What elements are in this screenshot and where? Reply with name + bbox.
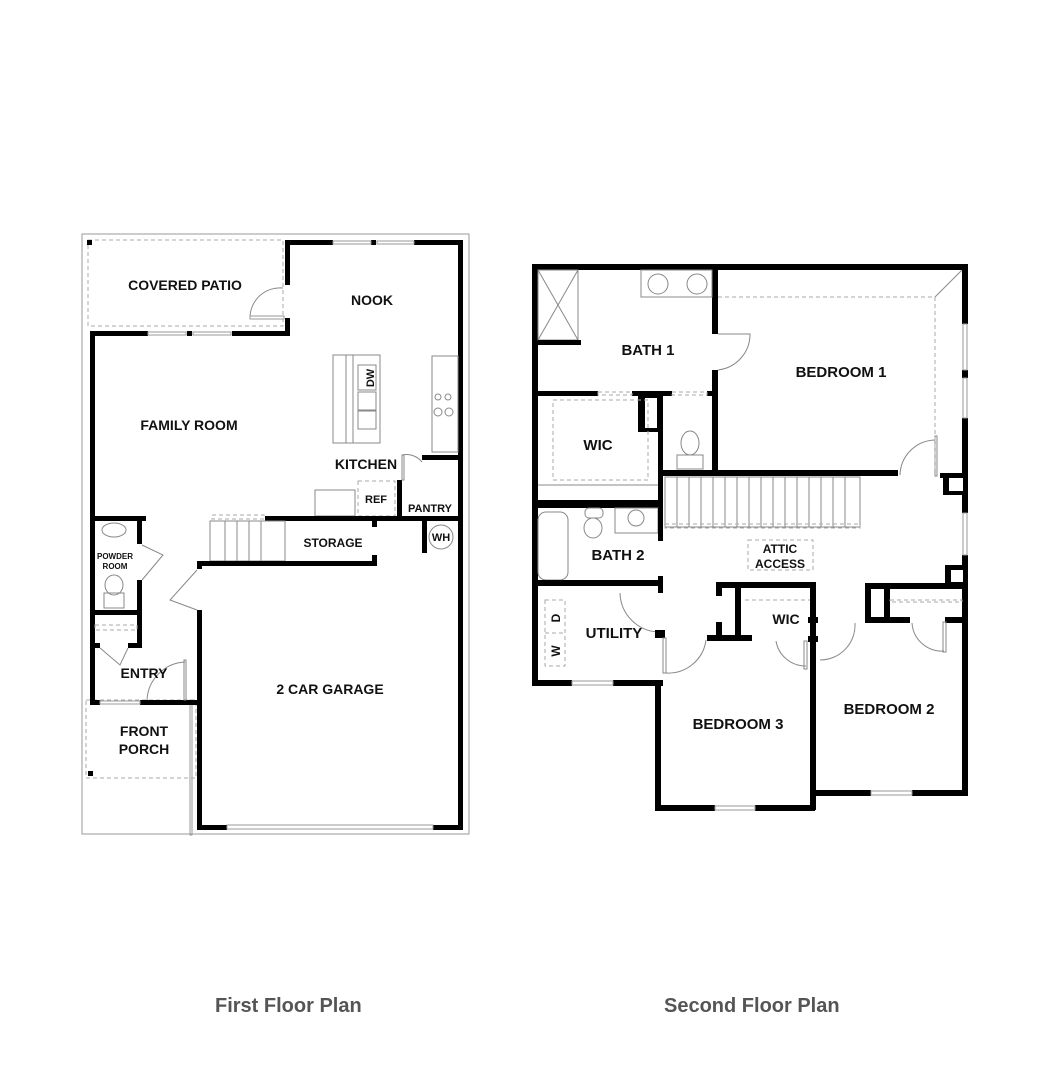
label-nook: NOOK: [351, 292, 393, 308]
first-floor-plan: COVERED PATIO NOOK FAMILY ROOM KITCHEN D…: [81, 233, 470, 836]
label-attic-1: ATTIC: [763, 542, 798, 556]
label-pantry: PANTRY: [408, 503, 453, 515]
label-dishwasher: DW: [365, 368, 377, 387]
label-bath-2: BATH 2: [591, 547, 644, 564]
label-attic-2: ACCESS: [755, 557, 805, 571]
label-powder-room-2: ROOM: [103, 562, 128, 571]
label-refrigerator: REF: [365, 494, 387, 506]
label-wic-small: WIC: [772, 611, 799, 627]
label-dryer: D: [549, 613, 563, 622]
label-bedroom-1: BEDROOM 1: [796, 364, 887, 381]
label-master-wic: WIC: [583, 437, 612, 454]
second-floor-plan: BATH 1 BEDROOM 1 WIC BATH 2 ATTIC ACCESS…: [532, 264, 968, 811]
label-covered-patio: COVERED PATIO: [128, 277, 242, 293]
first-floor-caption: First Floor Plan: [215, 995, 362, 1017]
label-family-room: FAMILY ROOM: [140, 417, 237, 433]
label-washer: W: [549, 645, 563, 657]
label-bedroom-2: BEDROOM 2: [844, 701, 935, 718]
label-garage: 2 CAR GARAGE: [276, 681, 383, 697]
label-front-porch-1: FRONT: [120, 723, 169, 739]
label-water-heater: WH: [432, 532, 450, 544]
label-bedroom-3: BEDROOM 3: [693, 716, 784, 733]
second-floor-caption: Second Floor Plan: [664, 995, 840, 1017]
label-front-porch-2: PORCH: [119, 741, 170, 757]
label-utility: UTILITY: [586, 625, 643, 642]
label-kitchen: KITCHEN: [335, 456, 397, 472]
label-storage: STORAGE: [303, 536, 362, 550]
label-powder-room-1: POWDER: [97, 552, 133, 561]
label-bath-1: BATH 1: [621, 342, 674, 359]
label-entry: ENTRY: [121, 665, 169, 681]
